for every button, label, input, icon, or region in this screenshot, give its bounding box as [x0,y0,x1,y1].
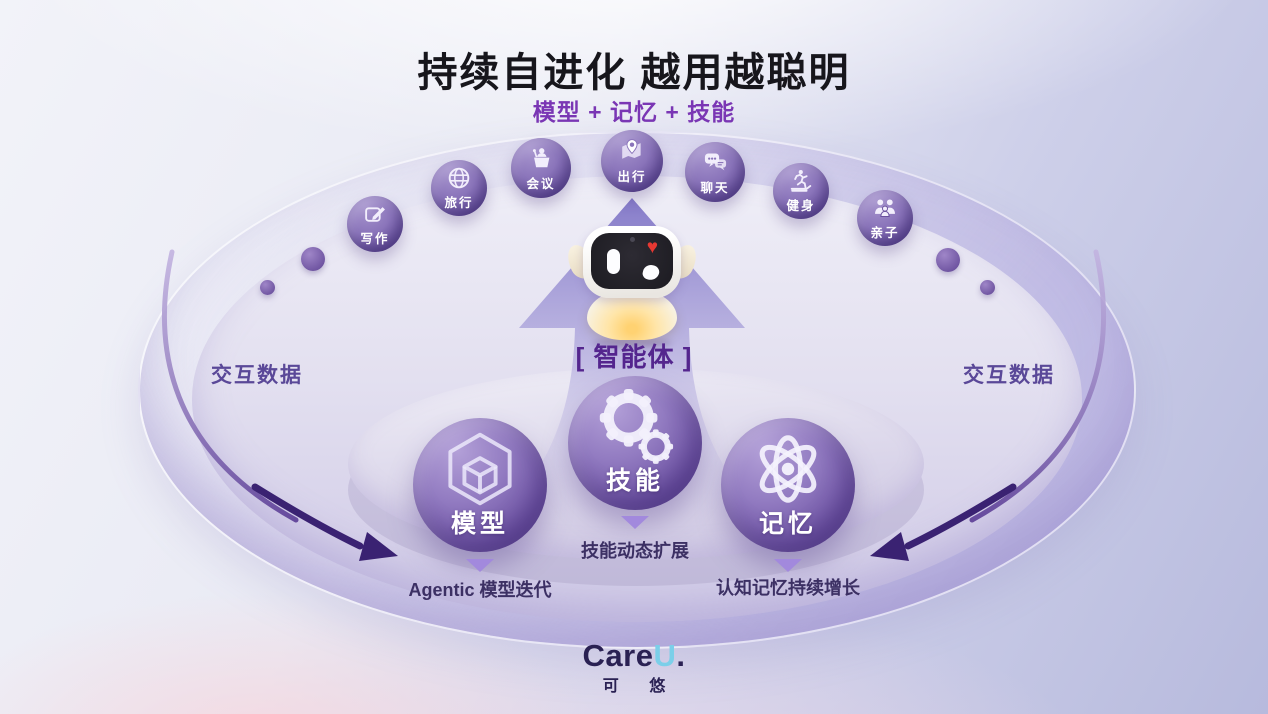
core-label-memory: 记忆 [758,510,817,538]
chat-bubbles-icon [704,153,726,170]
robot-shadow [592,338,672,348]
app-circle-trip: 出行 [601,130,663,192]
app-label: 写作 [360,231,390,246]
app-label: 聊天 [700,180,730,195]
robot-hand-blob [641,263,661,282]
app-label: 亲子 [870,226,900,240]
interaction-data-label-right: 交互数据 [963,364,1055,387]
core-circle-skill: 技能 [568,376,702,510]
app-circle-meeting: 会议 [511,138,571,198]
brand-logo: CareU. [0,638,1268,674]
hexagon-cube-icon [448,432,512,506]
app-circle-chat: 聊天 [685,142,745,202]
core-circle-memory: 记忆 [721,418,855,552]
pencil-note-icon [364,206,385,222]
decor-dot [980,280,995,295]
robot-eye [607,249,620,274]
triangle-down-icon [621,516,649,529]
atom-icon [759,435,817,503]
decor-dot [301,247,325,271]
core-label-skill: 技能 [605,467,664,495]
app-label: 健身 [786,199,816,213]
careu-robot-mascot: ♥ [562,222,702,348]
decor-dot [260,280,275,295]
globe-icon [448,167,470,189]
caption-model: Agentic 模型迭代 [408,580,552,600]
brand-chinese-name: 可 悠 [602,678,679,695]
agent-label: [ 智能体 ] [575,342,693,372]
robot-head: ♥ [583,226,681,298]
family-icon [875,199,895,217]
page-subtitle: 模型 + 记忆 + 技能 [532,99,736,125]
robot-face-screen: ♥ [591,233,673,289]
app-circle-travel: 旅行 [431,160,487,216]
app-circle-writing: 写作 [347,196,403,252]
brand-care-text: Care [582,638,654,673]
interaction-data-label-left: 交互数据 [211,364,303,387]
decor-dot [936,248,960,272]
triangle-down-icon [774,559,802,572]
robot-camera-dot [629,237,635,242]
gears-icon [599,389,674,464]
app-label: 出行 [617,170,647,184]
brand-dot-text: . [676,638,686,673]
brand-u-text: U [653,638,677,673]
app-circle-family: 亲子 [857,190,913,246]
triangle-down-icon [466,559,494,572]
podium-speaker-icon [532,147,549,167]
core-label-model: 模型 [450,510,509,538]
treadmill-runner-icon [790,170,812,192]
robot-body [587,290,677,340]
app-label: 会议 [526,176,556,191]
page-title: 持续自进化 越用越聪明 [417,51,851,95]
core-circle-model: 模型 [413,418,547,552]
app-circle-fitness: 健身 [773,163,829,219]
caption-skill: 技能动态扩展 [581,541,689,561]
map-pin-icon [622,139,641,159]
caption-memory: 认知记忆持续增长 [716,578,860,598]
app-label: 旅行 [444,196,474,210]
heart-icon: ♥ [646,237,658,258]
